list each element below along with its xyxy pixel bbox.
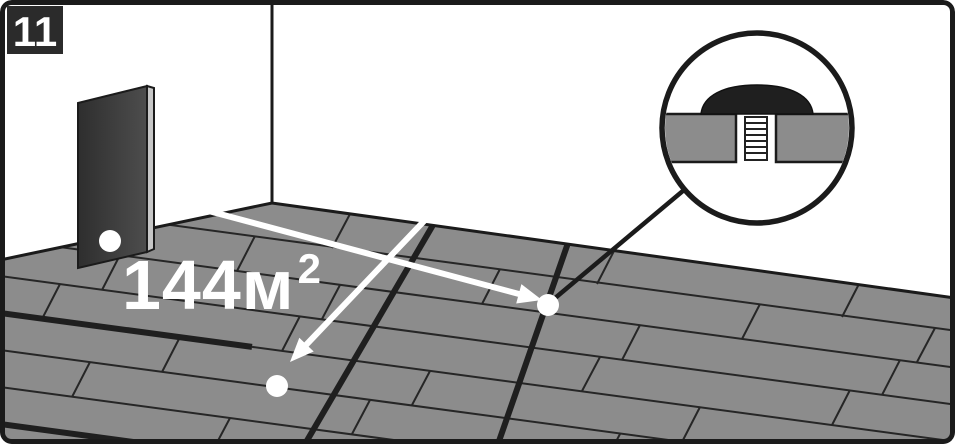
screw-thread-icon	[744, 116, 768, 161]
measurement-marker-dot-1	[99, 230, 121, 252]
measure-arrow-right-head-icon	[516, 284, 542, 304]
area-label-superscript: 2	[298, 245, 322, 292]
door-edge	[146, 84, 155, 254]
step-number: 11	[13, 8, 57, 55]
measurement-marker-dot-3	[537, 294, 559, 316]
measure-arrow-left-shaft	[303, 217, 428, 348]
measure-arrow-right	[159, 195, 542, 304]
floor-board-left	[665, 112, 738, 164]
floor	[0, 203, 955, 444]
door	[77, 84, 155, 270]
area-label: 144м2	[122, 245, 322, 324]
measure-arrow-right-shaft	[159, 195, 520, 297]
area-label-value: 144м	[122, 246, 295, 324]
detail-callout	[659, 30, 855, 226]
callout-leader-line	[546, 188, 686, 306]
floor-board-right	[774, 112, 849, 164]
expansion-joint-screw-cross-section-icon	[665, 84, 849, 164]
measure-arrow-left-head-icon	[290, 337, 314, 362]
measurement-marker-dot-2	[266, 375, 288, 397]
screw-cap-icon	[700, 84, 814, 115]
expansion-gap-vertical-1	[302, 223, 436, 444]
measure-arrow-left	[290, 217, 428, 362]
step-number-badge: 11	[7, 6, 63, 55]
step-number-badge-box	[7, 6, 63, 54]
expansion-gap-vertical-2	[495, 242, 571, 444]
expansion-gap-horizontal-1	[0, 310, 253, 350]
